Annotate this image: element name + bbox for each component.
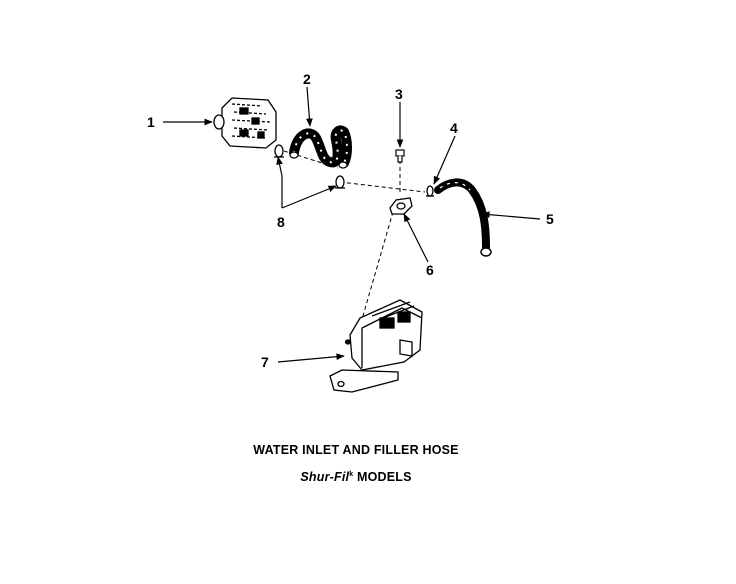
fill-hose-part [434,178,492,257]
subtitle-suffix: MODELS [353,470,412,484]
model-name: Shur-Fil [300,470,350,484]
inlet-hose-part [289,125,352,169]
callout-6: 6 [426,262,434,278]
callout-leaders [163,86,541,363]
trademark-mark: k [349,471,354,478]
fill-hose-clamp-part [426,185,434,197]
callout-4: 4 [450,120,458,136]
water-valve-part [213,97,277,149]
screw-part [395,149,405,163]
diagram-title: WATER INLET AND FILLER HOSE [253,443,459,457]
callout-2: 2 [303,71,311,87]
callout-3: 3 [395,86,403,102]
bracket-part [389,197,413,215]
filler-housing-part [329,299,423,393]
callout-1: 1 [147,114,155,130]
callout-7: 7 [261,354,269,370]
callout-5: 5 [546,211,554,227]
diagram-subtitle: Shur-Filk MODELS [0,470,712,484]
callout-8: 8 [277,214,285,230]
